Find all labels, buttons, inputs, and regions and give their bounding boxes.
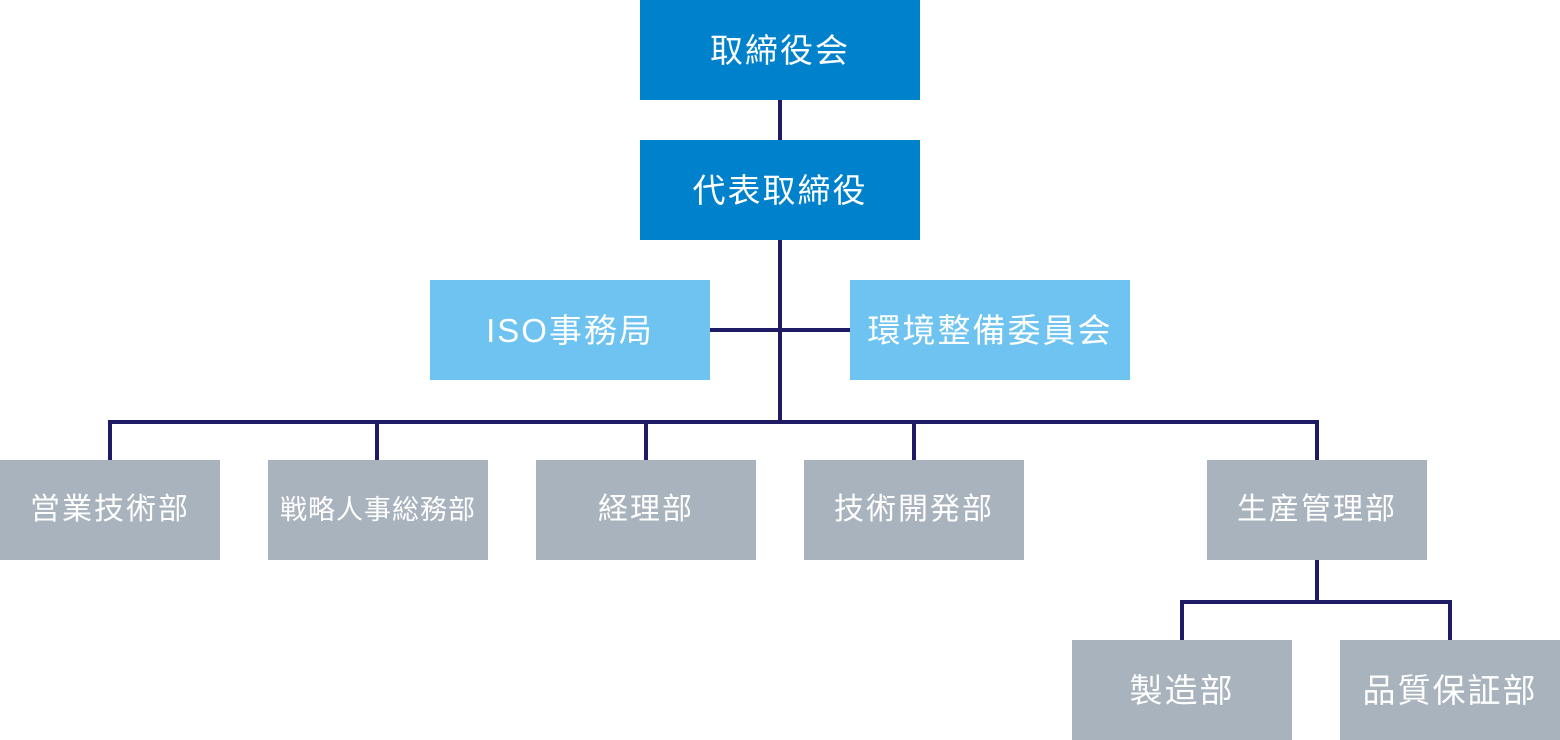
connector-drop-strategic-hr (375, 420, 379, 460)
connector-drop-production-management (1315, 420, 1319, 460)
org-node-strategic-hr-general-affairs-dept: 戦略人事総務部 (268, 460, 488, 560)
org-node-environment-committee: 環境整備委員会 (850, 280, 1130, 380)
org-node-technology-development-dept: 技術開発部 (804, 460, 1024, 560)
org-node-manufacturing-dept: 製造部 (1072, 640, 1292, 740)
connector-staff-crossbar (710, 328, 850, 332)
connector-drop-manufacturing (1180, 600, 1184, 640)
org-node-accounting-dept: 経理部 (536, 460, 756, 560)
org-node-representative-director: 代表取締役 (640, 140, 920, 240)
org-node-sales-engineering-dept: 営業技術部 (0, 460, 220, 560)
connector-board-to-president (778, 100, 782, 140)
connector-production-stem (1315, 560, 1319, 600)
connector-production-crossbar (1180, 600, 1452, 604)
connector-drop-quality-assurance (1448, 600, 1452, 640)
connector-drop-tech-development (912, 420, 916, 460)
connector-departments-crossbar (108, 420, 1319, 424)
org-node-board-of-directors: 取締役会 (640, 0, 920, 100)
connector-drop-sales-engineering (108, 420, 112, 460)
org-node-production-management-dept: 生産管理部 (1207, 460, 1427, 560)
org-node-quality-assurance-dept: 品質保証部 (1340, 640, 1560, 740)
connector-drop-accounting (644, 420, 648, 460)
org-node-iso-office: ISO事務局 (430, 280, 710, 380)
